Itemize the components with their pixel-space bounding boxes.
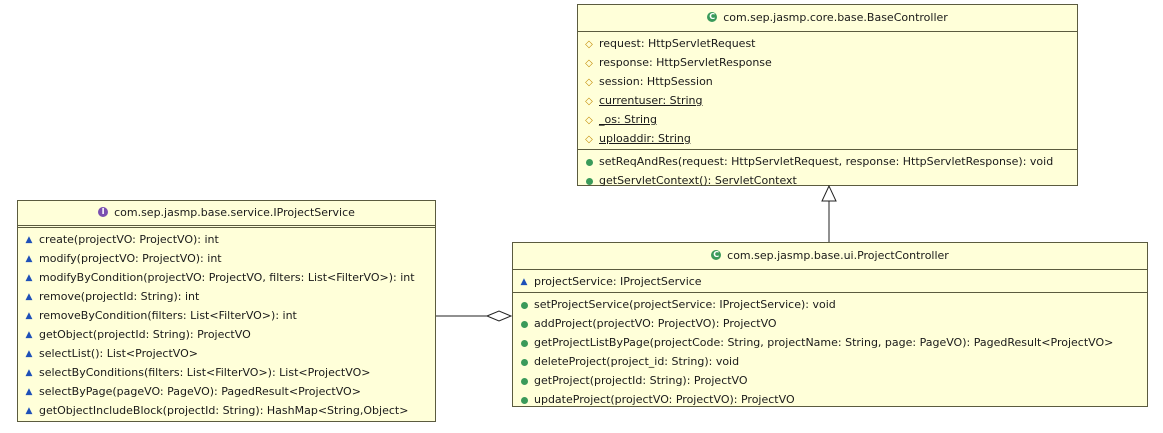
package-visibility-icon: ▲ — [520, 276, 528, 287]
operation-text: getObject(projectId: String): ProjectVO — [39, 328, 251, 341]
operation-text: create(projectVO: ProjectVO): int — [39, 233, 219, 246]
protected-visibility-icon: ◇ — [585, 76, 593, 88]
operation-text: modifyByCondition(projectVO: ProjectVO, … — [39, 271, 415, 284]
attribute-row[interactable]: ◇ response: HttpServletResponse — [578, 53, 1077, 72]
package-visibility-icon: ▲ — [25, 310, 33, 321]
operation-row[interactable]: setReqAndRes(request: HttpServletRequest… — [578, 152, 1077, 171]
operation-text: getProject(projectId: String): ProjectVO — [534, 374, 748, 387]
attribute-text: response: HttpServletResponse — [599, 56, 772, 69]
operation-row[interactable]: ▲ remove(projectId: String): int — [18, 287, 435, 306]
operation-row[interactable]: ▲ modifyByCondition(projectVO: ProjectVO,… — [18, 268, 435, 287]
operation-row[interactable]: updateProject(projectVO: ProjectVO): Pro… — [513, 390, 1147, 409]
package-visibility-icon: ▲ — [25, 329, 33, 340]
operation-text: remove(projectId: String): int — [39, 290, 200, 303]
protected-visibility-icon: ◇ — [585, 114, 593, 126]
protected-visibility-icon: ◇ — [585, 38, 593, 50]
operation-row[interactable]: ▲ removeByCondition(filters: List<FilterV… — [18, 306, 435, 325]
operation-text: getServletContext(): ServletContext — [599, 174, 797, 187]
package-visibility-icon: ▲ — [25, 234, 33, 245]
public-visibility-icon — [521, 377, 528, 385]
attribute-text: _os: String — [599, 113, 657, 126]
attribute-row[interactable]: ◇ currentuser: String — [578, 91, 1077, 110]
class-name: com.sep.jasmp.base.ui.ProjectController — [727, 249, 949, 262]
package-visibility-icon: ▲ — [25, 367, 33, 378]
operations-compartment: setReqAndRes(request: HttpServletRequest… — [578, 150, 1077, 191]
operation-text: setProjectService(projectService: IProje… — [534, 298, 836, 311]
operation-row[interactable]: getProject(projectId: String): ProjectVO — [513, 371, 1147, 390]
protected-visibility-icon: ◇ — [585, 57, 593, 69]
attribute-text: currentuser: String — [599, 94, 703, 107]
operation-row[interactable]: addProject(projectVO: ProjectVO): Projec… — [513, 314, 1147, 333]
operation-row[interactable]: ▲ getObject(projectId: String): ProjectVO — [18, 325, 435, 344]
operation-row[interactable]: ▲ modify(projectVO: ProjectVO): int — [18, 249, 435, 268]
operation-row[interactable]: ▲ selectList(): List<ProjectVO> — [18, 344, 435, 363]
public-visibility-icon — [521, 396, 528, 404]
attribute-row[interactable]: ◇ uploaddir: String — [578, 129, 1077, 148]
operation-row[interactable]: setProjectService(projectService: IProje… — [513, 295, 1147, 314]
interface-name: com.sep.jasmp.base.service.IProjectServi… — [114, 206, 355, 219]
attribute-text: uploaddir: String — [599, 132, 691, 145]
operation-text: getProjectListByPage(projectCode: String… — [534, 336, 1114, 349]
operation-row[interactable]: deleteProject(project_id: String): void — [513, 352, 1147, 371]
attributes-compartment: ▲ projectService: IProjectService — [513, 270, 1147, 293]
generalization-arrowhead — [821, 184, 837, 202]
package-visibility-icon: ▲ — [25, 405, 33, 416]
operation-text: selectByConditions(filters: List<FilterV… — [39, 366, 371, 379]
operation-text: selectList(): List<ProjectVO> — [39, 347, 198, 360]
package-visibility-icon: ▲ — [25, 348, 33, 359]
attribute-text: projectService: IProjectService — [534, 275, 702, 288]
class-icon: C — [711, 250, 722, 260]
operation-text: updateProject(projectVO: ProjectVO): Pro… — [534, 393, 795, 406]
attribute-row[interactable]: ▲ projectService: IProjectService — [513, 272, 1147, 291]
operation-row[interactable]: ▲ selectByConditions(filters: List<Filter… — [18, 363, 435, 382]
class-name: com.sep.jasmp.core.base.BaseController — [723, 11, 948, 24]
operations-compartment: setProjectService(projectService: IProje… — [513, 293, 1147, 410]
public-visibility-icon — [521, 320, 528, 328]
operations-compartment: ▲ create(projectVO: ProjectVO): int ▲ modif… — [18, 228, 435, 421]
operation-text: getObjectIncludeBlock(projectId: String)… — [39, 404, 409, 417]
public-visibility-icon — [521, 339, 528, 347]
public-visibility-icon — [521, 358, 528, 366]
interface-icon: I — [98, 207, 109, 217]
operation-text: addProject(projectVO: ProjectVO): Projec… — [534, 317, 777, 330]
operation-row[interactable]: getServletContext(): ServletContext — [578, 171, 1077, 190]
public-visibility-icon — [586, 177, 593, 185]
operation-row[interactable]: getProjectListByPage(projectCode: String… — [513, 333, 1147, 352]
attribute-text: session: HttpSession — [599, 75, 713, 88]
attribute-row[interactable]: ◇ _os: String — [578, 110, 1077, 129]
protected-visibility-icon: ◇ — [585, 133, 593, 145]
operation-row[interactable]: ▲ selectByPage(pageVO: PageVO): PagedResu… — [18, 382, 435, 401]
attribute-row[interactable]: ◇ session: HttpSession — [578, 72, 1077, 91]
attribute-text: request: HttpServletRequest — [599, 37, 756, 50]
package-visibility-icon: ▲ — [25, 386, 33, 397]
operation-text: selectByPage(pageVO: PageVO): PagedResul… — [39, 385, 361, 398]
attributes-compartment: ◇ request: HttpServletRequest ◇ response: H… — [578, 32, 1077, 150]
package-visibility-icon: ▲ — [25, 272, 33, 283]
operation-text: setReqAndRes(request: HttpServletRequest… — [599, 155, 1054, 168]
public-visibility-icon — [521, 301, 528, 309]
protected-visibility-icon: ◇ — [585, 95, 593, 107]
operation-text: modify(projectVO: ProjectVO): int — [39, 252, 222, 265]
operation-text: removeByCondition(filters: List<FilterVO… — [39, 309, 297, 322]
package-visibility-icon: ▲ — [25, 253, 33, 264]
attribute-row[interactable]: ◇ request: HttpServletRequest — [578, 34, 1077, 53]
operation-text: deleteProject(project_id: String): void — [534, 355, 740, 368]
operation-row[interactable]: ▲ getObjectIncludeBlock(projectId: String… — [18, 401, 435, 420]
class-icon: C — [707, 12, 718, 22]
operation-row[interactable]: ▲ create(projectVO: ProjectVO): int — [18, 230, 435, 249]
public-visibility-icon — [586, 158, 593, 166]
package-visibility-icon: ▲ — [25, 291, 33, 302]
aggregation-diamond — [485, 310, 513, 322]
